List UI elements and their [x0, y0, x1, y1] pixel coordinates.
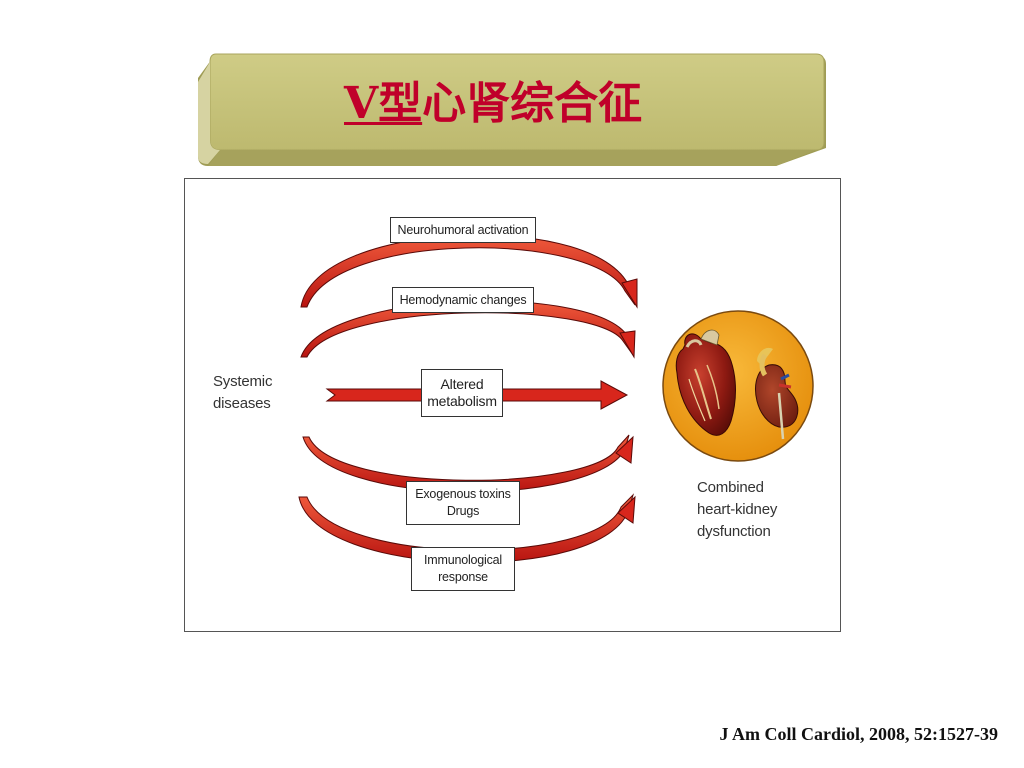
pathway-box-toxins: Exogenous toxins Drugs — [406, 481, 520, 525]
title-rest: 心肾综合征 — [422, 78, 643, 129]
title-banner: V型心肾综合征 — [196, 52, 828, 170]
pathway-label: Drugs — [446, 504, 480, 518]
source-label: Systemic diseases — [213, 371, 272, 415]
pathway-label: Immunological — [424, 553, 502, 567]
arc-arrow-toxins — [302, 434, 630, 493]
pathway-label: Hemodynamic changes — [399, 292, 527, 307]
pathway-label: response — [438, 570, 488, 584]
pathway-label: Neurohumoral activation — [397, 222, 529, 237]
heart-kidney-icon — [662, 310, 814, 462]
pathway-box-metabolism: Altered metabolism — [421, 369, 503, 417]
pathway-label: Altered — [440, 376, 484, 392]
outcome-label-line: Combined — [697, 479, 764, 496]
outcome-label: Combined heart-kidney dysfunction — [697, 477, 777, 543]
pathway-box-neurohumoral: Neurohumoral activation — [390, 217, 536, 243]
page-title: V型心肾综合征 — [344, 74, 642, 134]
pathway-arrows — [298, 234, 638, 563]
source-label-line: diseases — [213, 395, 271, 412]
source-label-line: Systemic — [213, 373, 273, 390]
diagram-frame: Systemic diseases Neurohumoral activatio… — [184, 178, 841, 632]
pathway-box-immunological: Immunological response — [411, 547, 515, 591]
banner-shape — [198, 53, 826, 166]
arc-arrow-neurohumoral — [300, 234, 636, 308]
title-prefix: V型 — [344, 78, 423, 129]
arc-arrow-immunological — [298, 493, 635, 563]
pathway-label: metabolism — [427, 393, 497, 409]
kidney-icon — [755, 347, 799, 440]
heart-icon — [675, 329, 736, 436]
outcome-label-line: heart-kidney — [697, 501, 778, 518]
pathway-label: Exogenous toxins — [415, 487, 511, 501]
outcome-label-line: dysfunction — [697, 523, 771, 540]
pathway-box-hemodynamic: Hemodynamic changes — [392, 287, 534, 313]
citation: J Am Coll Cardiol, 2008, 52:1527-39 — [719, 724, 999, 744]
